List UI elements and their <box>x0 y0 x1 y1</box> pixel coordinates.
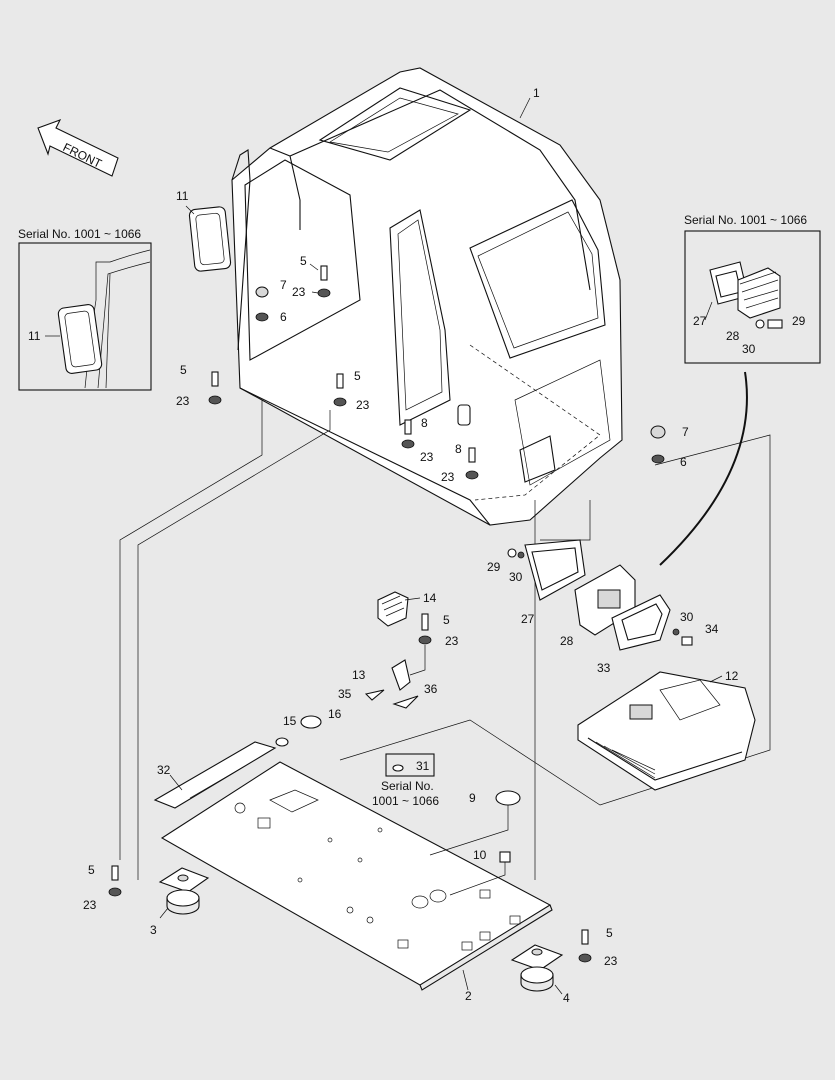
callout-5-e: 5 <box>88 863 95 877</box>
callout-23-c: 23 <box>356 398 370 412</box>
callout-23-b: 23 <box>176 394 190 408</box>
callout-11: 11 <box>176 189 189 203</box>
callout-9: 9 <box>469 791 476 805</box>
floor-plate-2: 2 <box>160 761 553 1003</box>
right-inset-title: Serial No. 1001 ~ 1066 <box>684 213 807 227</box>
callout-23-h: 23 <box>604 954 618 968</box>
mirror-11: 11 <box>176 149 251 351</box>
callout-23-e: 23 <box>441 470 455 484</box>
serial-note-line1: Serial No. <box>381 779 434 793</box>
cabin-fasteners: 5 23 7 6 5 23 5 23 8 23 8 23 7 6 <box>176 254 689 484</box>
callout-30-a: 30 <box>509 570 523 584</box>
callout-11-inset: 11 <box>28 329 41 343</box>
callout-3: 3 <box>150 923 157 937</box>
callout-5-f: 5 <box>606 926 613 940</box>
callout-14: 14 <box>423 591 437 605</box>
left-inset: Serial No. 1001 ~ 1066 11 <box>18 227 152 391</box>
callout-30-inset: 30 <box>742 342 756 356</box>
callout-23-f: 23 <box>445 634 459 648</box>
callout-23-a: 23 <box>292 285 306 299</box>
right-inset: Serial No. 1001 ~ 1066 27 28 29 30 <box>684 213 821 364</box>
callout-16: 16 <box>328 707 342 721</box>
callout-1: 1 <box>533 86 540 100</box>
callout-7-b: 7 <box>682 425 689 439</box>
callout-33: 33 <box>597 661 611 675</box>
callout-8-b: 8 <box>455 442 462 456</box>
callout-2: 2 <box>465 989 472 1003</box>
left-inset-title: Serial No. 1001 ~ 1066 <box>18 227 141 241</box>
callout-13: 13 <box>352 668 366 682</box>
callout-32: 32 <box>157 763 171 777</box>
parts-15-16: 15 16 <box>275 707 342 747</box>
mount-4: 4 5 23 <box>510 926 618 1005</box>
callout-27-inset: 27 <box>693 314 707 328</box>
callout-8-a: 8 <box>421 416 428 430</box>
serial-note: 31 Serial No. 1001 ~ 1066 <box>372 753 439 808</box>
callout-6-b: 6 <box>680 455 687 469</box>
parts-13-14: 14 5 23 13 35 36 <box>338 591 459 709</box>
controller-bracket: 29 30 27 28 33 30 34 <box>487 539 719 675</box>
callout-5-a: 5 <box>300 254 307 268</box>
callout-29-inset: 29 <box>792 314 806 328</box>
reference-arrow <box>659 371 748 566</box>
callout-5-c: 5 <box>354 369 361 383</box>
callout-28-inset: 28 <box>726 329 740 343</box>
serial-note-line2: 1001 ~ 1066 <box>372 794 439 808</box>
parts-9-10: 9 10 <box>429 790 521 896</box>
callout-23-g: 23 <box>83 898 97 912</box>
mount-3: 3 5 23 <box>83 863 210 937</box>
callout-7-a: 7 <box>280 278 287 292</box>
callout-29: 29 <box>487 560 501 574</box>
callout-4: 4 <box>563 991 570 1005</box>
callout-27: 27 <box>521 612 535 626</box>
callout-6-a: 6 <box>280 310 287 324</box>
cabin-frame <box>231 67 623 526</box>
callout-12: 12 <box>725 669 739 683</box>
callout-5-d: 5 <box>443 613 450 627</box>
callout-34: 34 <box>705 622 719 636</box>
callout-10: 10 <box>473 848 487 862</box>
callout-31: 31 <box>416 759 430 773</box>
callout-28: 28 <box>560 634 574 648</box>
callout-30-b: 30 <box>680 610 694 624</box>
callout-15: 15 <box>283 714 297 728</box>
front-arrow: FRONT <box>37 119 119 177</box>
callout-36: 36 <box>424 682 438 696</box>
callout-35: 35 <box>338 687 352 701</box>
controller-12: 12 <box>577 669 756 791</box>
mat-32: 32 <box>153 741 277 809</box>
callout-23-d: 23 <box>420 450 434 464</box>
callout-5-b: 5 <box>180 363 187 377</box>
